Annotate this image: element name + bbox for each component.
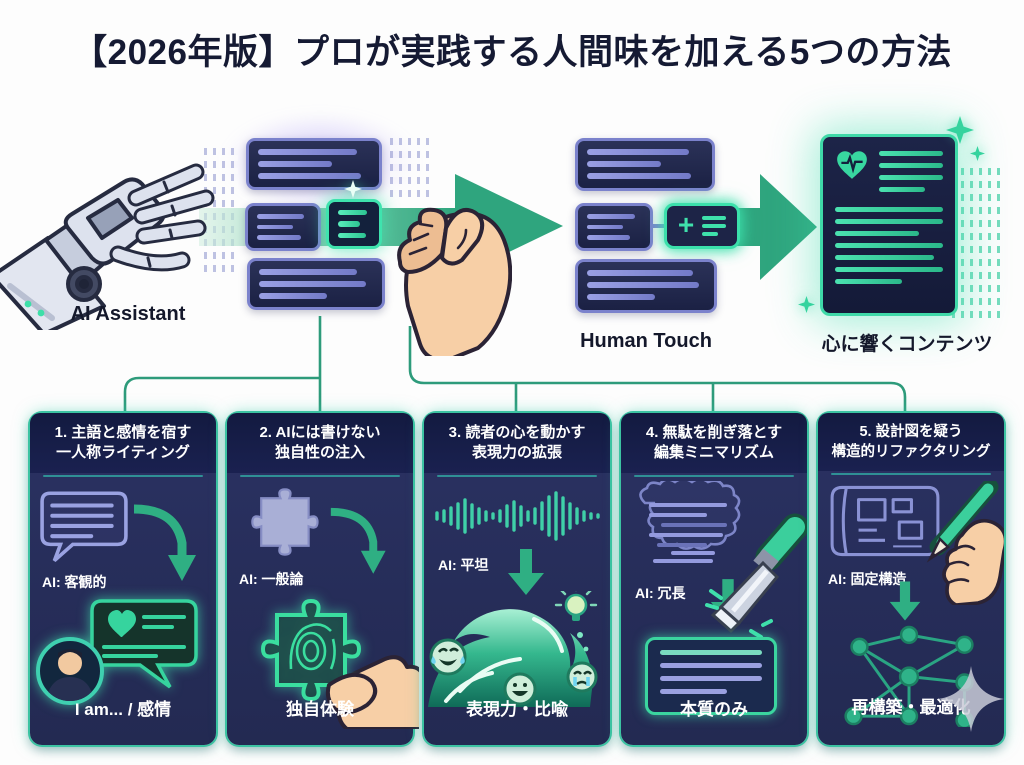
divider (831, 473, 991, 476)
card-title: 4. 無駄を削ぎ落とす編集ミニマリズム (621, 413, 807, 473)
human-touch-label: Human Touch (580, 330, 712, 352)
curved-arrow-icon (330, 507, 386, 574)
smiling-emoji-icon (503, 672, 537, 705)
dash-pattern (952, 168, 1000, 318)
divider (43, 474, 203, 477)
text-block (247, 258, 385, 310)
sparkle-icon (970, 146, 985, 161)
method-card-3: 3. 読者の心を動かす表現力の拡張 AI: 平坦 (424, 413, 610, 745)
down-arrow-icon (889, 581, 921, 621)
sparkle-icon (798, 296, 815, 313)
highlighted-text-block (326, 199, 382, 249)
text-block (575, 203, 653, 251)
connector-stub (651, 224, 667, 228)
down-arrow-icon (508, 548, 544, 595)
human-hand-illustration (397, 207, 512, 356)
blueprint-icon (830, 486, 940, 557)
crying-emoji-icon (566, 661, 598, 692)
text-block (245, 203, 321, 251)
robot-hand-illustration (0, 163, 215, 330)
added-lines-icon (702, 216, 727, 236)
puzzle-piece-icon (251, 487, 319, 556)
divider (634, 474, 794, 477)
dash-pattern (390, 138, 432, 202)
method-card-1: 1. 主語と感情を宿す一人称ライティング AI: 客観的 (30, 413, 216, 745)
laughing-emoji-icon (429, 638, 467, 675)
card-title: 1. 主語と感情を宿す一人称ライティング (30, 413, 216, 473)
plus-content-box: + (664, 203, 740, 249)
fingerprint-puzzle-illustration (260, 598, 419, 729)
heart-pulse-icon (837, 151, 867, 179)
result-document (820, 134, 958, 316)
card-title: 2. AIには書けない独自性の注入 (227, 413, 413, 473)
text-block (575, 259, 717, 313)
sparkle-icon (946, 116, 974, 144)
chisel-icon (705, 513, 807, 639)
human-voice-bubble-illustration (36, 598, 198, 705)
waveform-icon (435, 490, 600, 541)
messy-text-cloud-icon (639, 480, 741, 563)
sparkle-icon (344, 180, 362, 198)
lightbulb-icon (554, 590, 598, 621)
clean-document-box (645, 636, 777, 715)
curved-arrow-icon (133, 504, 196, 581)
speech-bubble-icon (40, 490, 128, 562)
card-title: 5. 設計図を疑う構造的リファクタリング (818, 413, 1004, 472)
method-card-2: 2. AIには書けない独自性の注入 AI: 一般論 (227, 413, 419, 745)
hand-with-pencil-illustration (926, 481, 1004, 606)
diamond-sparkle-icon (938, 666, 1004, 732)
method-card-5: 5. 設計図を疑う構造的リファクタリング AI: 固定構造 (818, 413, 1004, 745)
text-block (246, 138, 382, 190)
network-graph-icon (844, 625, 974, 728)
divider (240, 474, 400, 477)
result-content-label: 心に響くコンテンツ (821, 334, 993, 355)
text-block (575, 138, 715, 191)
ai-assistant-label: AI Assistant (70, 303, 186, 325)
method-card-4: 4. 無駄を削ぎ落とす編集ミニマリズム AI: 冗長 (621, 413, 807, 745)
wave-emotion-illustration (428, 590, 598, 707)
card-title: 3. 読者の心を動かす表現力の拡張 (424, 413, 610, 473)
page-title: 【2026年版】プロが実践する人間味を加える5つの方法 (72, 33, 952, 72)
plus-icon: + (677, 208, 695, 240)
divider (437, 474, 597, 477)
